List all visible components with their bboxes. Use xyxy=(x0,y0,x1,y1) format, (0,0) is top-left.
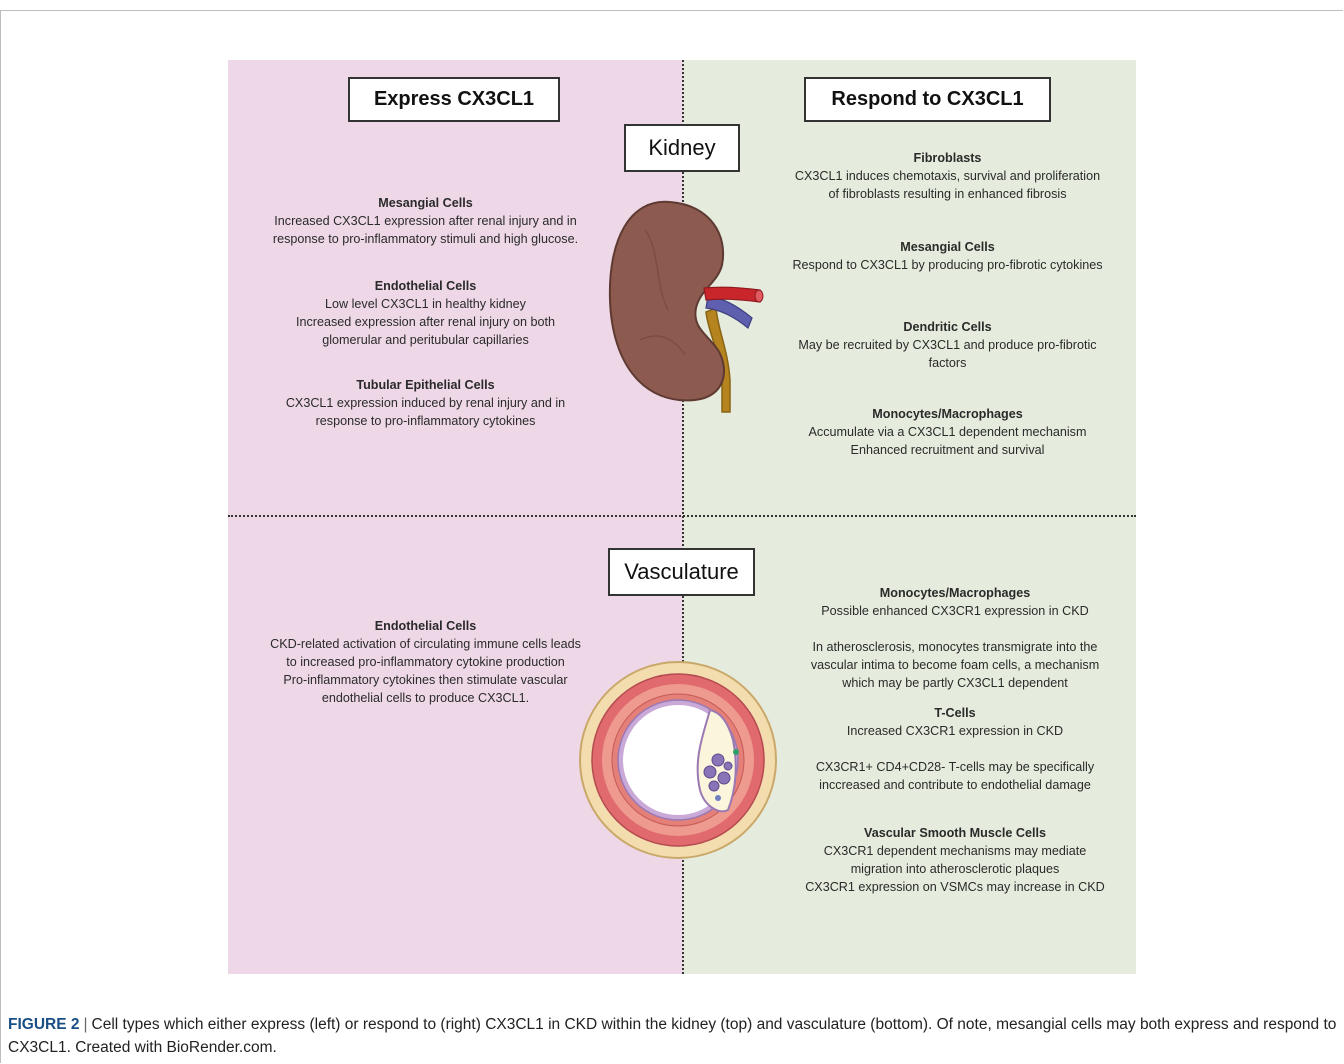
figure-frame xyxy=(0,10,1343,1063)
item-line: inccreased and contribute to endothelial… xyxy=(819,778,1091,792)
caption-separator: | xyxy=(83,1016,88,1033)
vasc-respond-monocytes: Monocytes/Macrophages Possible enhanced … xyxy=(780,584,1130,692)
item-line: Possible enhanced CX3CR1 expression in C… xyxy=(821,604,1089,618)
kidney-shape xyxy=(608,200,726,402)
item-line: vascular intima to become foam cells, a … xyxy=(810,658,1100,672)
item-line: Increased expression after renal injury … xyxy=(295,315,556,329)
artery-cross-section-illustration xyxy=(579,661,777,859)
item-line: CX3CR1 dependent mechanisms may mediate xyxy=(823,844,1087,858)
ureter xyxy=(705,306,731,413)
respond-panel xyxy=(683,60,1136,974)
item-line: Low level CX3CL1 in healthy kidney xyxy=(325,297,526,311)
kidney-respond-dendritic: Dendritic Cells May be recruited by CX3C… xyxy=(770,318,1125,372)
figure-caption: FIGURE 2|Cell types which either express… xyxy=(8,1013,1338,1059)
item-title: Fibroblasts xyxy=(913,151,982,165)
item-line: CX3CL1 induces chemotaxis, survival and … xyxy=(794,169,1101,183)
item-line: May be recruited by CX3CL1 and produce p… xyxy=(798,338,1097,352)
item-line: glomerular and peritubular capillaries xyxy=(322,333,529,347)
item-line: to increased pro-inflammatory cytokine p… xyxy=(286,655,565,669)
kidney-express-tubular: Tubular Epithelial Cells CX3CL1 expressi… xyxy=(228,376,623,430)
item-line: endothelial cells to produce CX3CL1. xyxy=(321,691,530,705)
caption-label: FIGURE 2 xyxy=(8,1016,80,1033)
item-line: response to pro-inflammatory cytokines xyxy=(315,414,536,428)
renal-artery xyxy=(703,286,761,303)
item-line: Pro-inflammatory cytokines then stimulat… xyxy=(283,673,568,687)
express-header: Express CX3CL1 xyxy=(348,77,560,122)
vasc-express-endothelial: Endothelial Cells CKD-related activation… xyxy=(228,617,623,707)
item-title: Mesangial Cells xyxy=(900,240,995,254)
kidney-express-endothelial: Endothelial Cells Low level CX3CL1 in he… xyxy=(228,277,623,349)
item-line: In atherosclerosis, monocytes transmigra… xyxy=(812,640,1098,654)
caption-text: Cell types which either express (left) o… xyxy=(8,1016,1337,1056)
item-line: response to pro-inflammatory stimuli and… xyxy=(272,232,579,246)
vertical-divider xyxy=(682,60,684,974)
item-line: Accumulate via a CX3CL1 dependent mechan… xyxy=(808,425,1087,439)
kidney-illustration xyxy=(608,200,764,413)
item-line: CX3CR1 expression on VSMCs may increase … xyxy=(805,880,1105,894)
item-line: which may be partly CX3CL1 dependent xyxy=(842,676,1068,690)
item-line: factors xyxy=(928,356,967,370)
item-title: Dendritic Cells xyxy=(903,320,992,334)
respond-header: Respond to CX3CL1 xyxy=(804,77,1051,122)
horizontal-divider xyxy=(228,515,1136,517)
item-line: CX3CL1 expression induced by renal injur… xyxy=(285,396,566,410)
item-title: T-Cells xyxy=(934,706,976,720)
renal-vein xyxy=(705,295,753,329)
item-title: Endothelial Cells xyxy=(374,279,477,293)
item-line: CKD-related activation of circulating im… xyxy=(270,637,581,651)
vasculature-label: Vasculature xyxy=(608,548,755,596)
item-title: Monocytes/Macrophages xyxy=(879,586,1031,600)
item-line: of fibroblasts resulting in enhanced fib… xyxy=(828,187,1067,201)
item-line: CX3CR1+ CD4+CD28- T-cells may be specifi… xyxy=(815,760,1095,774)
item-line: Respond to CX3CL1 by producing pro-fibro… xyxy=(792,258,1103,272)
vasc-respond-vsmc: Vascular Smooth Muscle Cells CX3CR1 depe… xyxy=(780,824,1130,896)
kidney-label: Kidney xyxy=(624,124,740,172)
item-title: Tubular Epithelial Cells xyxy=(356,378,495,392)
item-line: migration into atherosclerotic plaques xyxy=(850,862,1060,876)
kidney-respond-fibroblasts: Fibroblasts CX3CL1 induces chemotaxis, s… xyxy=(770,149,1125,203)
item-title: Monocytes/Macrophages xyxy=(872,407,1023,421)
kidney-express-mesangial: Mesangial Cells Increased CX3CL1 express… xyxy=(228,194,623,248)
vasc-respond-tcells: T-Cells Increased CX3CR1 expression in C… xyxy=(780,704,1130,794)
item-title: Endothelial Cells xyxy=(374,619,477,633)
item-line: Increased CX3CR1 expression in CKD xyxy=(846,724,1064,738)
item-line: Enhanced recruitment and survival xyxy=(850,443,1045,457)
item-title: Vascular Smooth Muscle Cells xyxy=(864,826,1046,840)
item-title: Mesangial Cells xyxy=(378,196,473,210)
item-line: Increased CX3CL1 expression after renal … xyxy=(274,214,577,228)
kidney-respond-monocytes: Monocytes/Macrophages Accumulate via a C… xyxy=(770,405,1125,459)
kidney-respond-mesangial: Mesangial Cells Respond to CX3CL1 by pro… xyxy=(770,238,1125,274)
